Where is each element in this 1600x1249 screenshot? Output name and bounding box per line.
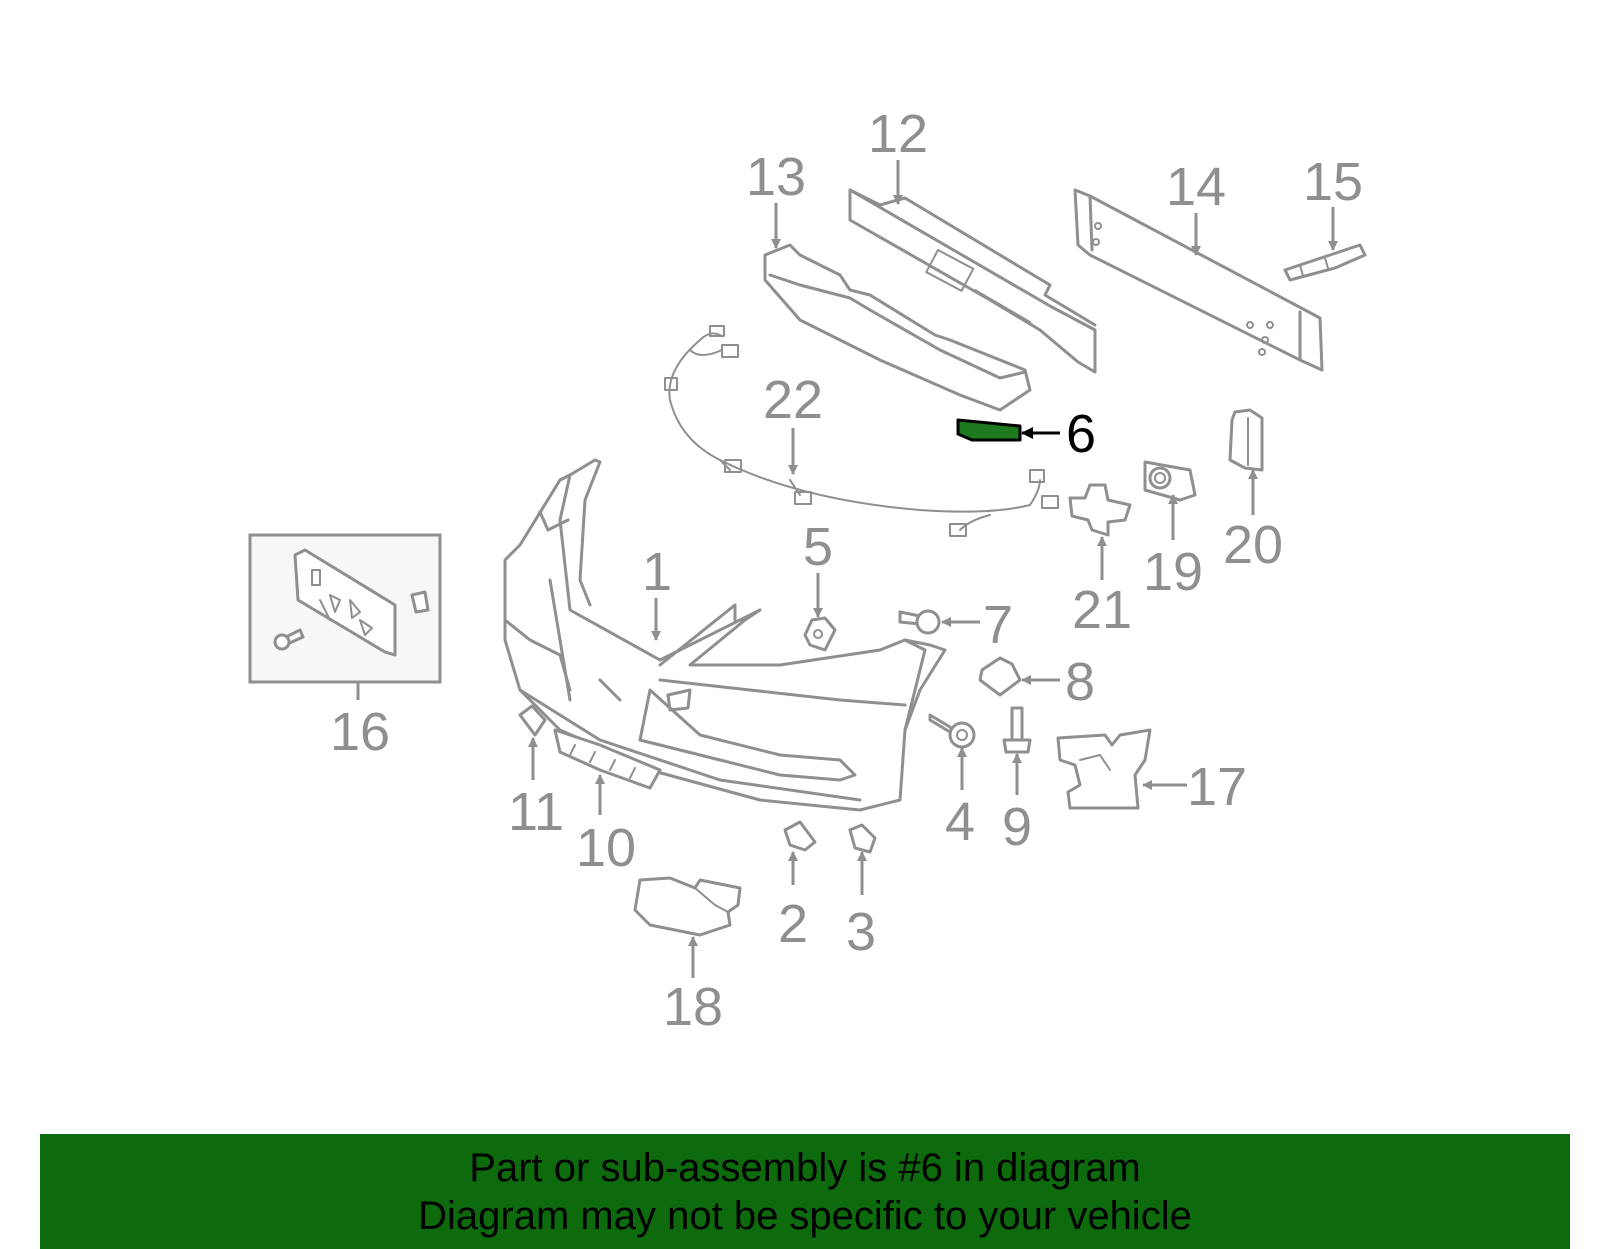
callout-22[interactable]: 22 (763, 370, 823, 430)
part-7-screw[interactable] (898, 609, 941, 635)
banner-line-part: Part or sub-assembly is #6 in diagram (469, 1146, 1141, 1190)
part-4-bolt[interactable] (928, 713, 976, 749)
callout-5[interactable]: 5 (803, 517, 833, 577)
part-3-clip[interactable] (848, 823, 877, 854)
callout-20[interactable]: 20 (1223, 515, 1283, 575)
part-1-bumper-cover[interactable] (503, 458, 947, 812)
callout-2[interactable]: 2 (778, 894, 808, 954)
part-2-clip[interactable] (783, 820, 817, 852)
callout-21[interactable]: 21 (1072, 580, 1132, 640)
callout-19[interactable]: 19 (1143, 542, 1203, 602)
callout-18[interactable]: 18 (663, 977, 723, 1037)
part-6-bracket-highlighted[interactable] (956, 418, 1022, 442)
part-16-license-bracket-inset[interactable] (248, 533, 442, 684)
part-10-grille-strip[interactable] (553, 728, 662, 790)
callout-10[interactable]: 10 (576, 818, 636, 878)
callout-3[interactable]: 3 (846, 902, 876, 962)
part-9-bolt[interactable] (1002, 706, 1032, 754)
part-8-clip[interactable] (978, 656, 1022, 697)
part-17-splash-guard[interactable] (1056, 728, 1152, 810)
part-12-absorber[interactable] (848, 188, 1097, 374)
callout-1[interactable]: 1 (642, 542, 672, 602)
callout-12[interactable]: 12 (868, 104, 928, 164)
callout-7[interactable]: 7 (983, 595, 1013, 655)
part-11-clip[interactable] (518, 704, 547, 737)
callout-11[interactable]: 11 (508, 782, 564, 842)
callout-6-highlighted[interactable]: 6 (1066, 404, 1096, 464)
part-5-clip[interactable] (803, 616, 837, 652)
leader-lines (356, 160, 1338, 978)
part-13-lower-absorber[interactable] (763, 243, 1032, 412)
callout-17[interactable]: 17 (1187, 757, 1247, 817)
part-15-bolt[interactable] (1283, 243, 1367, 282)
callout-13[interactable]: 13 (746, 147, 806, 207)
part-14-reinforcement[interactable] (1073, 188, 1324, 372)
part-21-retainer[interactable] (1068, 483, 1132, 537)
part-22-wire-harness[interactable] (664, 325, 1059, 537)
banner-line-disclaimer: Diagram may not be specific to your vehi… (418, 1194, 1192, 1238)
info-banner: Part or sub-assembly is #6 in diagram Di… (40, 1134, 1570, 1249)
part-20-bracket[interactable] (1228, 408, 1264, 472)
callout-4[interactable]: 4 (945, 792, 975, 852)
part-18-fog-cover[interactable] (633, 876, 742, 937)
callout-8[interactable]: 8 (1065, 652, 1095, 712)
callout-16[interactable]: 16 (330, 702, 390, 762)
callout-14[interactable]: 14 (1166, 157, 1226, 217)
callout-labels: 1 2 3 4 5 6 7 8 9 10 11 12 13 14 15 16 1… (330, 104, 1363, 1037)
callout-15[interactable]: 15 (1303, 152, 1363, 212)
part-19-sensor[interactable] (1143, 460, 1197, 502)
parts-diagram: 1 2 3 4 5 6 7 8 9 10 11 12 13 14 15 16 1… (248, 104, 1367, 1037)
callout-9[interactable]: 9 (1002, 797, 1032, 857)
